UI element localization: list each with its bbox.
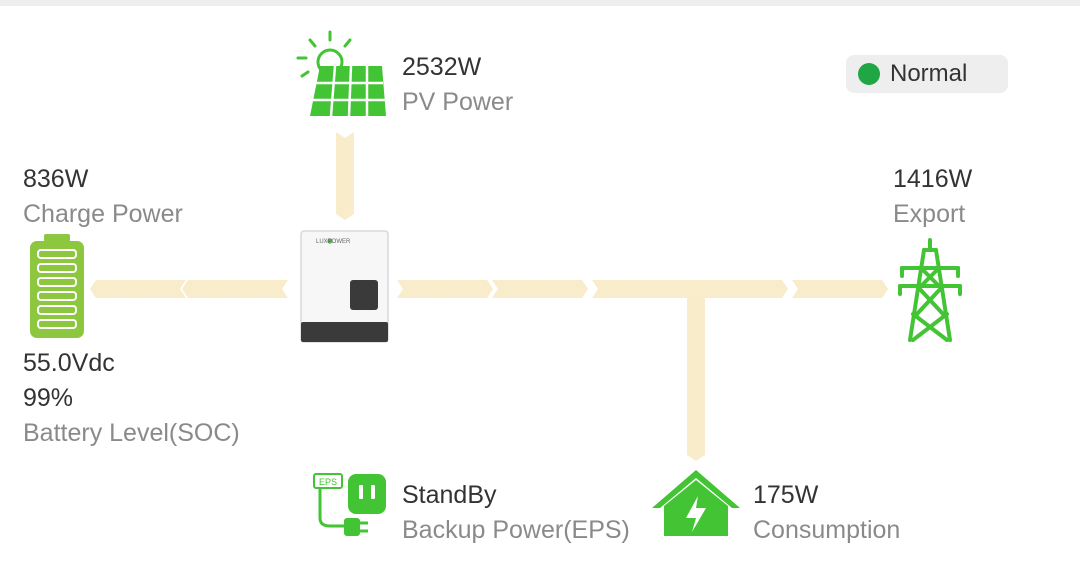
eps-label: Backup Power(EPS) [402,516,630,544]
flow-chevron-grid [802,280,818,298]
flow-chevron-battery [252,280,268,298]
flow-chevron-battery [130,280,146,298]
flow-chevron-grid [872,280,888,298]
flow-chevron-grid [822,280,838,298]
status-badge: Normal [846,55,1008,93]
battery-soc: 99% [23,384,74,412]
pv-power-value: 2532W [402,53,482,81]
flow-chevron-grid [712,280,728,298]
flow-chevron-battery [202,280,218,298]
flow-chevron-grid [542,280,558,298]
flow-chevron-battery [150,280,166,298]
flow-chevron-grid [427,280,443,298]
flow-chevron-grid [632,280,648,298]
flow-chevron-grid [772,280,788,298]
flow-chevron-grid [512,280,528,298]
flow-chevron-grid [642,280,658,298]
battery-level-label: Battery Level(SOC) [23,419,240,447]
flow-chevron-grid [502,280,518,298]
eps-status-value: StandBy [402,481,497,509]
status-text: Normal [890,60,968,87]
flow-chevron-grid [722,280,738,298]
flow-chevron-grid [752,280,768,298]
top-strip [0,0,1080,6]
flow-chevron-grid [407,280,423,298]
consumption-label: Consumption [753,516,901,544]
flow-chevron-load [687,445,705,461]
flow-chevron-grid [682,280,698,298]
house-icon [652,470,740,536]
battery-voltage: 55.0Vdc [23,349,115,377]
flow-chevron-grid [477,280,493,298]
flow-chevron-grid [812,280,828,298]
flow-chevron-grid [447,280,463,298]
flow-chevron-battery [262,280,278,298]
flow-chevron-battery [212,280,228,298]
flow-chevron-grid [662,280,678,298]
flow-chevron-battery [140,280,156,298]
flow-chevron-grid [492,280,508,298]
flow-chevron-grid [552,280,568,298]
flow-chevron-grid [622,280,638,298]
flow-chevron-grid [612,280,628,298]
flow-chevron-battery [232,280,248,298]
flow-chevron-grid [457,280,473,298]
flow-chevron-grid [672,280,688,298]
flow-chevron-pv [336,204,354,220]
inverter-brand: LUXPOWER [316,239,351,245]
flow-chevron-grid [842,280,858,298]
flow-chevron-grid [702,280,718,298]
flow-chevron-grid [467,280,483,298]
flow-chevron-battery [90,280,106,298]
solar-panel-icon [296,30,386,117]
inverter-icon: LUXPOWER [300,230,389,343]
flow-chevron-grid [832,280,848,298]
flow-chevron-battery [242,280,258,298]
flow-chevron-battery [100,280,116,298]
flow-chevron-grid [652,280,668,298]
flow-chevron-grid [397,280,413,298]
flow-chevron-battery [110,280,126,298]
flow-chevron-grid [562,280,578,298]
flow-chevron-battery [192,280,208,298]
eps-plug-icon: EPS [313,473,386,536]
flow-chevron-battery [222,280,238,298]
status-dot-icon [858,63,880,85]
charge-power-label: Charge Power [23,200,183,228]
flow-chevron-grid [602,280,618,298]
flow-chevron-grid [862,280,878,298]
pv-power-label: PV Power [402,88,514,116]
grid-power-label: Export [893,200,966,228]
flow-chevron-grid [532,280,548,298]
flow-chevron-grid [522,280,538,298]
consumption-value: 175W [753,481,819,509]
flow-chevron-grid [732,280,748,298]
flow-chevron-grid [417,280,433,298]
flow-chevron-grid [792,280,808,298]
power-tower-icon [898,238,962,342]
flow-chevron-grid [742,280,758,298]
charge-power-value: 836W [23,165,89,193]
battery-icon [30,234,84,338]
flow-chevron-grid [437,280,453,298]
flow-chevron-grid [592,280,608,298]
flow-chevron-grid [762,280,778,298]
flow-chevron-battery [170,280,186,298]
flow-chevron-battery [120,280,136,298]
flow-chevron-battery [272,280,288,298]
flow-chevron-grid [852,280,868,298]
flow-chevron-battery [160,280,176,298]
flow-chevron-battery [182,280,198,298]
grid-power-value: 1416W [893,165,973,193]
eps-badge-label: EPS [319,477,337,487]
flow-chevron-grid [572,280,588,298]
